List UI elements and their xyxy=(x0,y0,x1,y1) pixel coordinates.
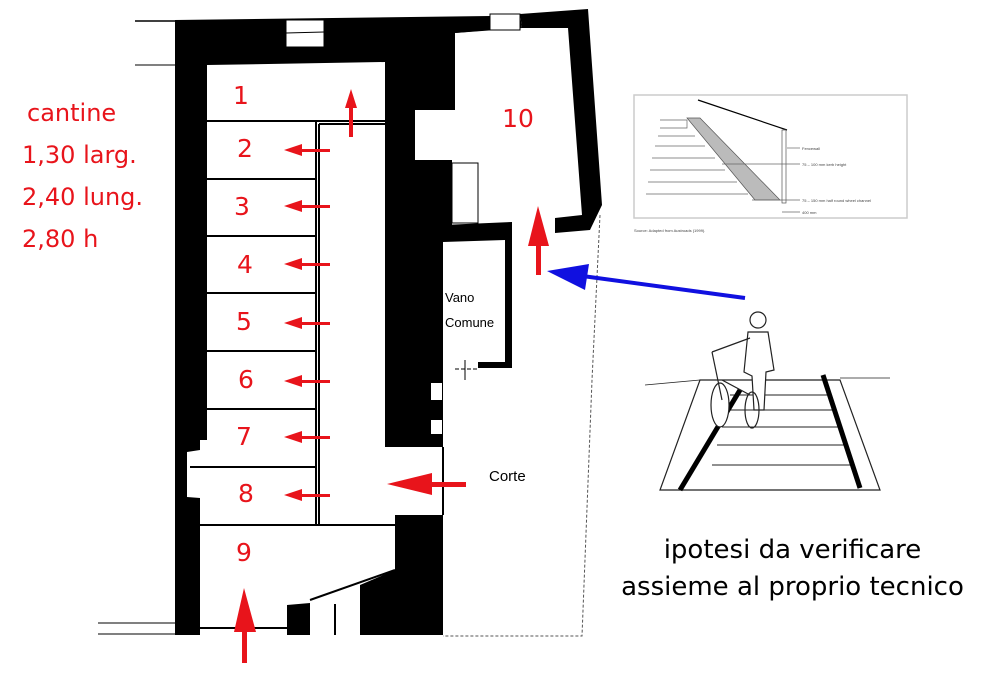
caption: ipotesi da verificare assieme al proprio… xyxy=(600,532,985,606)
vano-label: Vano xyxy=(445,290,474,305)
window xyxy=(431,420,442,434)
window xyxy=(489,13,521,31)
ramp-diagram-inset: Fencewall 75 – 100 mm kerb height 75 – 1… xyxy=(633,94,908,233)
room-number-4: 4 xyxy=(237,250,253,279)
room-number-5: 5 xyxy=(236,307,252,336)
inset-source: Source: Adapted from Austroads (1999). xyxy=(634,228,705,233)
arrow-left-icon xyxy=(284,489,330,501)
arrow-up-icon xyxy=(234,588,256,663)
room-number-10: 10 xyxy=(502,104,534,133)
inset-fencewall-label: Fencewall xyxy=(802,146,820,151)
window xyxy=(431,383,442,400)
room-number-7: 7 xyxy=(236,422,252,451)
arrow-left-icon xyxy=(284,431,330,443)
room-number-6: 6 xyxy=(238,365,254,394)
notch xyxy=(415,110,455,160)
arrow-left-icon xyxy=(284,144,330,156)
notch xyxy=(451,162,479,224)
caption-line-1: ipotesi da verificare xyxy=(663,535,922,565)
note-width: 1,30 larg. xyxy=(22,141,137,169)
arrow-left-icon xyxy=(284,375,330,387)
courtyard-boundary xyxy=(443,214,601,637)
arrow-blue-icon xyxy=(547,264,746,300)
inset-kerb-label: 75 – 100 mm kerb height xyxy=(802,162,847,167)
room-number-2: 2 xyxy=(237,134,253,163)
room-number-9: 9 xyxy=(236,538,252,567)
room-number-8: 8 xyxy=(238,479,254,508)
arrow-up-icon xyxy=(528,206,549,275)
bicycle-ramp-sketch xyxy=(644,311,890,492)
room-number-1: 1 xyxy=(233,81,249,110)
inset-width-label: 400 mm xyxy=(802,210,817,215)
arrow-left-icon xyxy=(284,258,330,270)
arrow-up-icon xyxy=(345,89,357,137)
inset-channel-label: 75 – 150 mm half round wheel channel xyxy=(802,198,871,203)
cellar-dimensions-note: cantine 1,30 larg. 2,40 lung. 2,80 h xyxy=(22,92,143,260)
arrow-left-icon xyxy=(387,473,466,495)
note-length: 2,40 lung. xyxy=(22,183,144,211)
room-number-3: 3 xyxy=(234,192,250,221)
caption-line-2: assieme al proprio tecnico xyxy=(621,572,964,602)
access-arrows xyxy=(234,89,549,663)
note-height: 2,80 h xyxy=(22,225,99,253)
window-line xyxy=(285,31,325,34)
corte-label: Corte xyxy=(489,468,526,485)
comune-label: Comune xyxy=(445,315,494,330)
arrow-left-icon xyxy=(284,317,330,329)
window xyxy=(285,19,325,48)
note-title: cantine xyxy=(27,99,117,127)
arrow-left-icon xyxy=(284,200,330,212)
